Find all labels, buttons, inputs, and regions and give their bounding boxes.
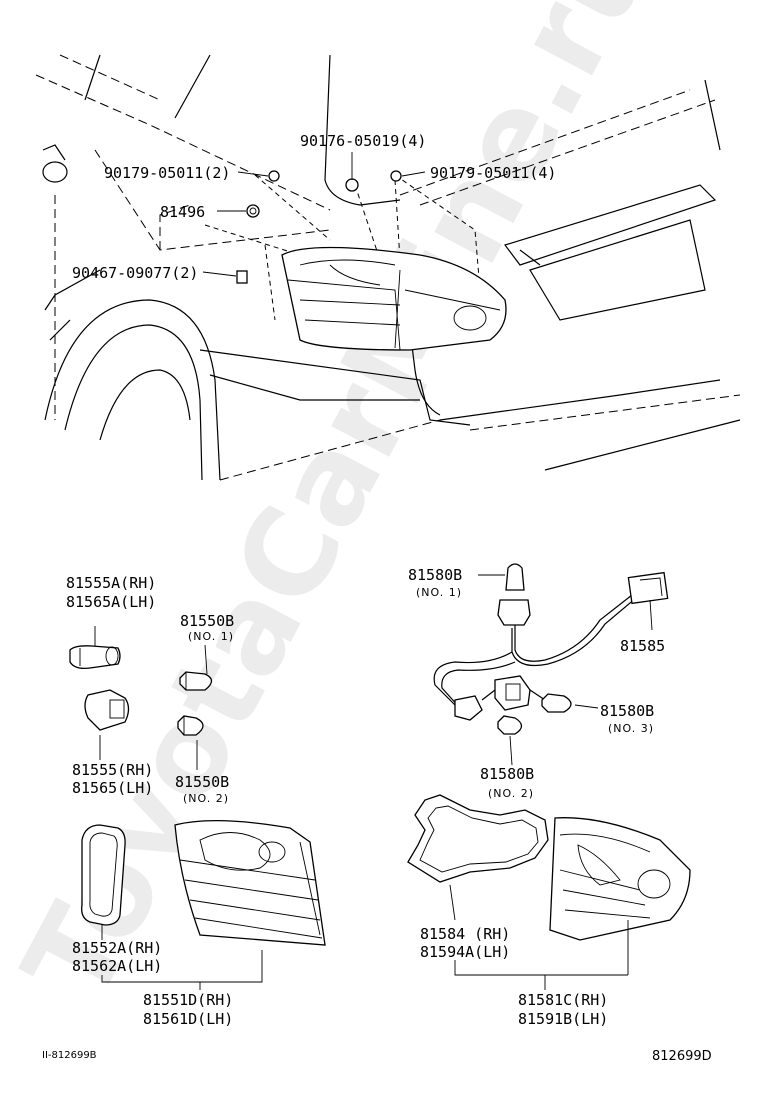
leader-lines-left: [101, 950, 263, 990]
leader-lines-top: [202, 152, 426, 277]
label-90179-05011-2: 90179-05011(2): [104, 164, 230, 182]
wire-harness: [433, 571, 669, 721]
label-81591b-lh: 81591B(LH): [518, 1010, 608, 1028]
label-81565-lh: 81565(LH): [72, 779, 153, 797]
label-81585: 81585: [620, 637, 665, 655]
sub-no2-left: (NO. 2): [183, 792, 229, 805]
footer-right-code: 812699D: [652, 1049, 712, 1064]
label-81552a-rh: 81552A(RH): [72, 939, 162, 957]
sub-no3-right: (NO. 3): [608, 722, 654, 735]
label-81562a-lh: 81562A(LH): [72, 957, 162, 975]
label-90467-09077: 90467-09077(2): [72, 264, 198, 282]
sub-no1-left: (NO. 1): [188, 630, 234, 643]
bulb-no2-left: [177, 715, 204, 770]
bulb-no1-right: [478, 563, 525, 591]
label-81550b-no1: 81550B: [180, 612, 234, 630]
label-81581c-rh: 81581C(RH): [518, 991, 608, 1009]
footer-left-code: II-812699B: [42, 1050, 97, 1061]
label-81580b-no3: 81580B: [600, 702, 654, 720]
label-90176-05019: 90176-05019(4): [300, 132, 426, 150]
bulb-no2-right: [497, 715, 523, 766]
socket-a-part: [69, 626, 121, 670]
label-81584-rh: 81584 (RH): [420, 925, 510, 943]
gasket-right: [407, 794, 549, 921]
tail-lamp-left: [174, 820, 326, 946]
label-81580b-no2: 81580B: [480, 765, 534, 783]
leader-lines-right: [454, 960, 628, 990]
bulb-no1-left: [179, 644, 213, 691]
sub-no2-right: (NO. 2): [488, 787, 534, 800]
socket-part: [84, 689, 130, 760]
label-81594a-lh: 81594A(LH): [420, 943, 510, 961]
label-81550b-no2: 81550B: [175, 773, 229, 791]
label-81565a-lh: 81565A(LH): [66, 593, 156, 611]
label-81561d-lh: 81561D(LH): [143, 1010, 233, 1028]
vehicle-body-outline: [35, 54, 741, 481]
label-81496: 81496: [160, 203, 205, 221]
tail-lamp-assembly-installed: [281, 246, 507, 351]
gasket-left: [81, 824, 126, 940]
tail-lamp-right: [549, 817, 691, 975]
label-90179-05011-4: 90179-05011(4): [430, 164, 556, 182]
label-81555a-rh: 81555A(RH): [66, 574, 156, 592]
sub-no1-right: (NO. 1): [416, 586, 462, 599]
fastener-icons-top: [236, 170, 402, 284]
label-81555-rh: 81555(RH): [72, 761, 153, 779]
label-81551d-rh: 81551D(RH): [143, 991, 233, 1009]
label-81580b-no1: 81580B: [408, 566, 462, 584]
bulb-no3-right: [541, 693, 599, 713]
